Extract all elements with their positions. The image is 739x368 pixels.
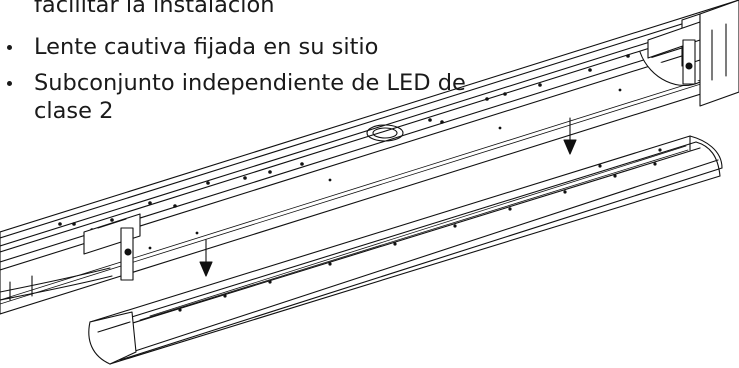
bullet-led-subassembly: Subconjunto independiente de LED de: [34, 70, 466, 96]
led-subassembly: [88, 135, 723, 365]
bullet-dot-icon: [7, 81, 12, 86]
right-joint-bracket: [639, 0, 739, 107]
continued-line: facilitar la instalación: [34, 0, 275, 18]
down-arrow-right: [563, 117, 577, 155]
bullet-dot-icon: [7, 45, 12, 50]
down-arrow-left: [199, 239, 213, 277]
subassembly-holes: [178, 148, 662, 312]
knockout-circle: [366, 124, 404, 142]
bullet-captive-lens: Lente cautiva fijada en su sitio: [34, 34, 379, 60]
bullet-led-subassembly-cont: clase 2: [34, 98, 114, 124]
left-joint-bracket: [0, 213, 141, 301]
